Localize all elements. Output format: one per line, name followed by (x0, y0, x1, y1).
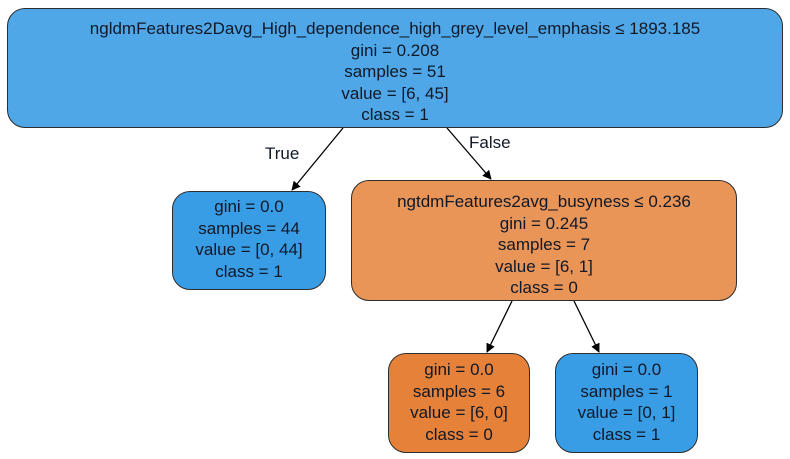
node-gini: gini = 0.0 (214, 197, 284, 216)
node-class: class = 1 (361, 105, 429, 124)
node-condition: ngldmFeatures2Davg_High_dependence_high_… (89, 19, 701, 38)
node-class: class = 1 (215, 261, 283, 281)
node-samples: samples = 51 (344, 62, 446, 81)
node-gini: gini = 0.208 (350, 40, 440, 60)
tree-node-left-leaf: gini = 0.0 samples = 44 value = [0, 44] … (172, 191, 326, 290)
node-class: class = 0 (425, 424, 493, 444)
node-value: value = [6, 0] (410, 403, 508, 422)
node-class: class = 0 (510, 278, 578, 297)
node-samples: samples = 7 (497, 235, 591, 254)
tree-node-right-right-leaf: gini = 0.0 samples = 1 value = [0, 1] cl… (555, 353, 698, 453)
node-class: class = 1 (592, 424, 661, 444)
node-samples: samples = 44 (198, 218, 300, 238)
tree-node-root: ngldmFeatures2Davg_High_dependence_high_… (7, 8, 783, 128)
node-value: value = [0, 44] (195, 240, 303, 259)
node-condition: ngtdmFeatures2avg_busyness ≤ 0.236 (397, 192, 691, 211)
tree-node-right-split: ngtdmFeatures2avg_busyness ≤ 0.236 gini … (351, 180, 737, 301)
edge-label-true: True (265, 144, 300, 163)
node-gini: gini = 0.245 (499, 213, 589, 233)
node-value: value = [6, 45] (341, 83, 449, 103)
tree-node-right-left-leaf: gini = 0.0 samples = 6 value = [6, 0] cl… (388, 353, 530, 453)
node-gini: gini = 0.0 (424, 360, 494, 379)
edge-right-split-to-right-leaf (573, 300, 600, 353)
node-value: value = [6, 1] (495, 256, 593, 276)
edge-root-to-right-split (446, 127, 492, 180)
edge-root-to-left-leaf (291, 127, 344, 191)
node-value: value = [0, 1] (577, 403, 676, 422)
edge-label-false: False (469, 133, 511, 152)
edge-right-split-to-left-leaf (486, 300, 513, 353)
node-gini: gini = 0.0 (591, 360, 662, 379)
node-samples: samples = 1 (580, 381, 673, 401)
node-samples: samples = 6 (412, 381, 506, 401)
